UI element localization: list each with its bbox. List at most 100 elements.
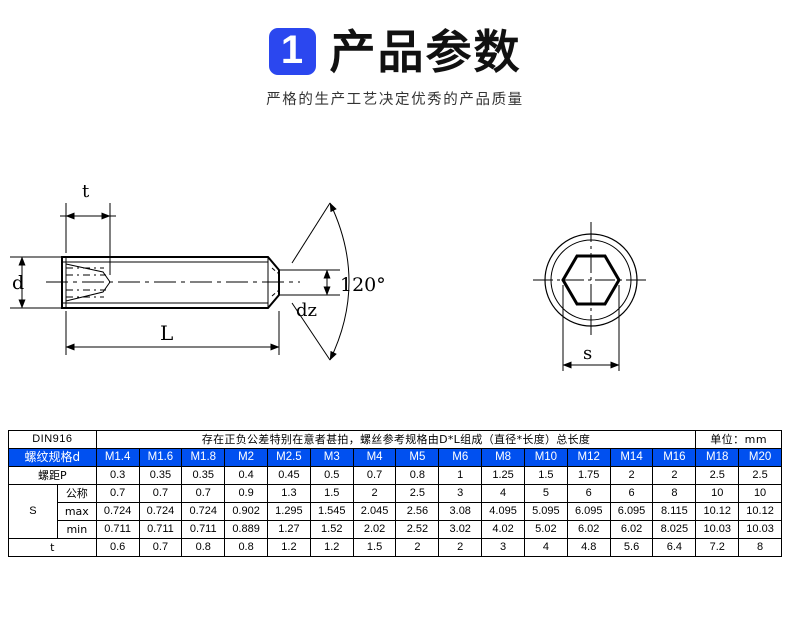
table-cell: 10 [738, 484, 782, 503]
table-cell: 0.889 [224, 520, 268, 539]
table-cell: 10.12 [738, 502, 782, 521]
table-cell: 1.3 [267, 484, 311, 503]
table-cell: 5.095 [523, 502, 568, 521]
table-cell: 5 [523, 484, 568, 503]
table-cell: 1 [438, 466, 483, 485]
table-cell: 2 [652, 466, 697, 485]
table-cell: 0.711 [138, 520, 183, 539]
table-cell: 7.2 [695, 538, 740, 557]
table-cell: 0.7 [181, 484, 226, 503]
table-cell: 6 [609, 484, 654, 503]
table-cell: 0.7 [138, 484, 183, 503]
size-header-cell: M18 [695, 448, 740, 467]
table-cell: 4.095 [481, 502, 525, 521]
size-header-cell: M1.4 [95, 448, 140, 467]
size-header-cell: M1.8 [181, 448, 226, 467]
size-header-cell: M12 [566, 448, 611, 467]
dimension-label-s: s [583, 343, 592, 364]
set-screw-diagram: t d L dz 120° s [10, 181, 649, 371]
size-header-cell: M10 [523, 448, 568, 467]
size-header-cell: M4 [352, 448, 397, 467]
table-cell: 1.52 [309, 520, 354, 539]
table-cell: 8.025 [652, 520, 697, 539]
size-header-cell: M14 [609, 448, 654, 467]
table-cell: 2.52 [395, 520, 440, 539]
table-cell: 0.7 [95, 484, 140, 503]
dimension-label-angle: 120° [340, 274, 386, 296]
table-cell: 4 [481, 484, 525, 503]
standard-name-cell: DIN916 [8, 430, 97, 449]
table-cell: 0.7 [352, 466, 397, 485]
table-cell: 2 [438, 538, 483, 557]
table-cell: 5.02 [523, 520, 568, 539]
table-cell: 8 [652, 484, 697, 503]
table-cell: 0.3 [95, 466, 140, 485]
table-cell: 10 [695, 484, 740, 503]
table-cell: 6 [566, 484, 611, 503]
table-cell: 2.02 [352, 520, 397, 539]
table-cell: 0.724 [95, 502, 140, 521]
section-number-badge: 1 [268, 28, 316, 75]
row-label: 螺距P [8, 466, 97, 485]
table-cell: 0.724 [138, 502, 183, 521]
table-cell: 0.711 [181, 520, 226, 539]
table-cell: 0.35 [181, 466, 226, 485]
row-sublabel: min [56, 520, 97, 539]
size-header-cell: M2 [224, 448, 268, 467]
size-header-cell: M2.5 [267, 448, 311, 467]
dimension-label-d: d [12, 272, 24, 294]
table-cell: 10.12 [695, 502, 740, 521]
table-title-row: DIN916 存在正负公差特别在意者甚拍，螺丝参考规格由D*L组成（直径*长度）… [8, 430, 782, 449]
page-title: 产品参数 [329, 24, 522, 79]
row-group-label: S [8, 484, 58, 539]
table-cell: 3.08 [438, 502, 483, 521]
technical-drawing: t d L dz 120° s [0, 175, 790, 410]
size-row-label: 螺纹规格d [8, 448, 97, 467]
table-cell: 1.27 [267, 520, 311, 539]
table-cell: 0.5 [309, 466, 354, 485]
table-cell: 0.7 [138, 538, 183, 557]
table-cell: 0.711 [95, 520, 140, 539]
table-cell: 0.724 [181, 502, 226, 521]
table-cell: 4 [523, 538, 568, 557]
table-cell: 0.902 [224, 502, 268, 521]
table-cell: 0.4 [224, 466, 268, 485]
table-cell: 0.6 [95, 538, 140, 557]
table-cell: 0.8 [395, 466, 440, 485]
row-sublabel: 公称 [56, 484, 97, 503]
table-cell: 6.095 [609, 502, 654, 521]
table-cell: 1.5 [352, 538, 397, 557]
table-cell: 1.5 [523, 466, 568, 485]
table-cell: 10.03 [695, 520, 740, 539]
table-cell: 6.095 [566, 502, 611, 521]
table-cell: 3 [438, 484, 483, 503]
table-cell: 2.5 [695, 466, 740, 485]
page-subtitle: 严格的生产工艺决定优秀的产品质量 [266, 92, 524, 108]
size-header-cell: M20 [738, 448, 782, 467]
table-cell: 6.02 [609, 520, 654, 539]
specification-table: DIN916 存在正负公差特别在意者甚拍，螺丝参考规格由D*L组成（直径*长度）… [8, 430, 782, 557]
table-cell: 4.8 [566, 538, 611, 557]
size-header-cell: M5 [395, 448, 440, 467]
table-cell: 8 [738, 538, 782, 557]
table-cell: 1.75 [566, 466, 611, 485]
dimension-label-t: t [82, 181, 90, 202]
page-header: 1 产品参数 严格的生产工艺决定优秀的产品质量 [0, 28, 790, 109]
table-cell: 6.02 [566, 520, 611, 539]
table-cell: 2 [609, 466, 654, 485]
size-header-cell: M1.6 [138, 448, 183, 467]
table-cell: 2.5 [395, 484, 440, 503]
table-cell: 8.115 [652, 502, 697, 521]
notice-cell: 存在正负公差特别在意者甚拍，螺丝参考规格由D*L组成（直径*长度）总长度 [95, 430, 697, 449]
table-cell: 1.2 [309, 538, 354, 557]
table-cell: 6.4 [652, 538, 697, 557]
table-cell: 1.2 [267, 538, 311, 557]
table-cell: 2 [395, 538, 440, 557]
table-cell: 1.25 [481, 466, 525, 485]
table-cell: 5.6 [609, 538, 654, 557]
table-cell: 10.03 [738, 520, 782, 539]
